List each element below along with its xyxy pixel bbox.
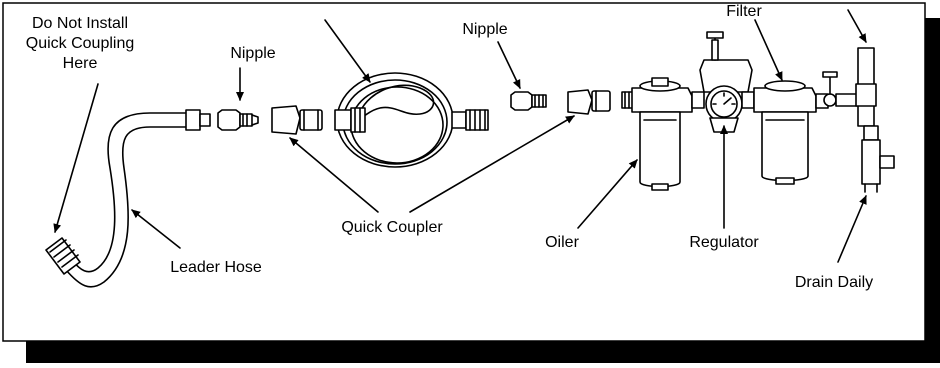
arrow-drain-top — [847, 9, 867, 43]
label-do-not-install-line1: Do Not Install — [32, 15, 128, 32]
oiler-unit — [621, 77, 693, 191]
coiled-hose — [334, 72, 489, 168]
label-regulator: Regulator — [689, 234, 759, 251]
label-do-not-install-line2: Quick Coupling — [26, 35, 135, 52]
filter-unit — [753, 80, 817, 185]
label-quick-coupler: Quick Coupler — [341, 219, 443, 236]
arrow-drain-daily — [837, 195, 867, 263]
label-oiler: Oiler — [545, 234, 579, 251]
arrow-oiler — [577, 159, 638, 229]
quick-coupler-right — [567, 89, 611, 115]
arrow-coiled-hose — [324, 19, 371, 83]
arrow-do-not-install — [53, 83, 99, 233]
quick-coupler-left — [271, 105, 323, 135]
leader-hose — [45, 109, 211, 288]
label-leader-hose: Leader Hose — [170, 259, 262, 276]
arrow-filter — [754, 19, 783, 81]
arrow-leader-hose — [131, 209, 181, 249]
arrow-coupler-left — [289, 137, 379, 213]
label-do-not-install-line3: Here — [63, 55, 98, 72]
label-filter: Filter — [726, 3, 762, 20]
label-drain-daily: Drain Daily — [795, 274, 873, 291]
drain-assembly — [815, 47, 895, 193]
arrow-nipple-right — [497, 41, 521, 89]
nipple-left — [217, 109, 259, 131]
label-nipple-left: Nipple — [230, 45, 275, 62]
regulator-unit — [691, 31, 755, 133]
nipple-right — [510, 91, 547, 111]
arrow-coupler-right — [409, 115, 575, 213]
label-nipple-right: Nipple — [462, 21, 507, 38]
